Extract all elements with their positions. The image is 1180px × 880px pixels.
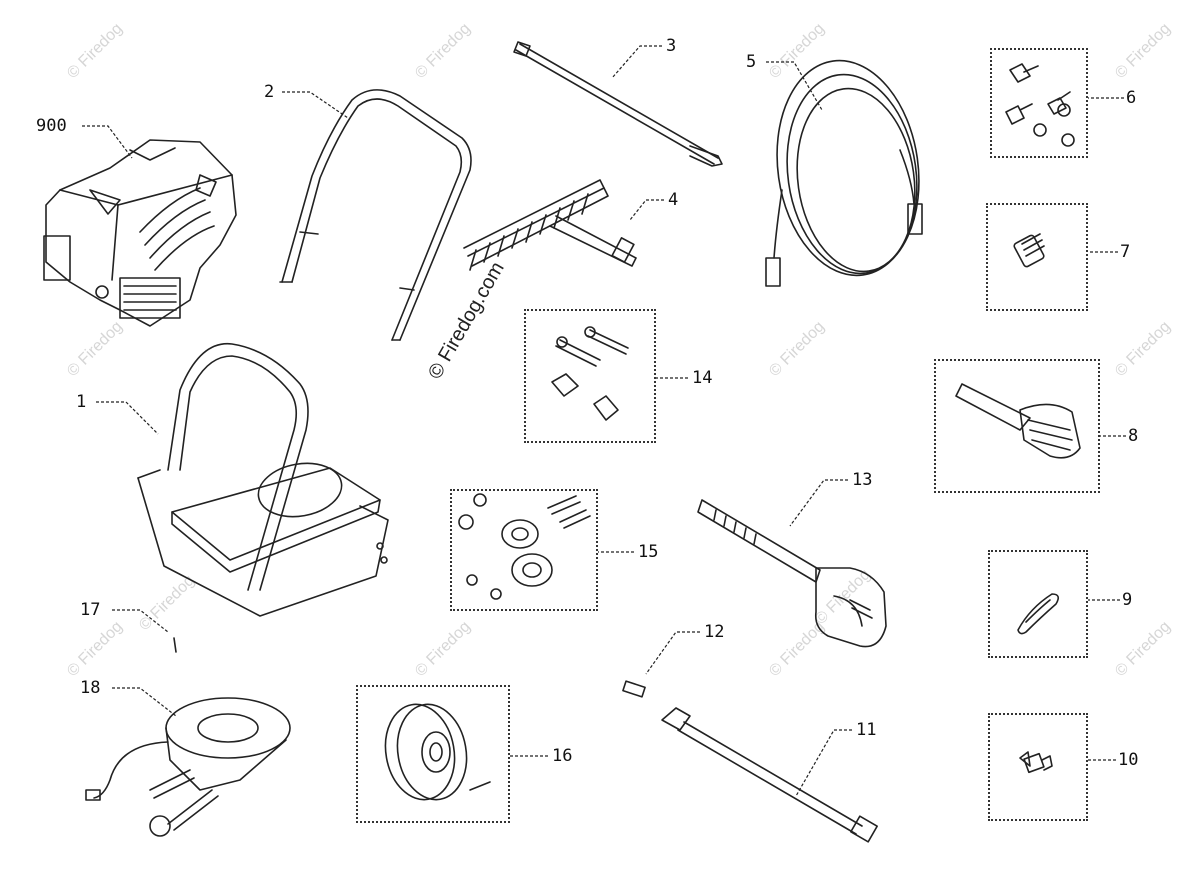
- fitting-drawing: [1019, 751, 1053, 774]
- wheel-hardware-drawing: [458, 493, 591, 600]
- wheel-drawing: [384, 703, 491, 801]
- nozzle-drawing: [622, 680, 646, 698]
- callout-14: 14: [692, 368, 713, 388]
- callout-1: 1: [76, 392, 87, 412]
- callout-4: 4: [668, 190, 679, 210]
- kit-box-8: [934, 359, 1100, 493]
- spray-gun-drawing: [697, 499, 887, 648]
- clip-drawing: [1017, 593, 1060, 635]
- quick-connect-drawing: [1013, 233, 1045, 268]
- pump-drawing: [85, 697, 291, 837]
- frame-drawing: [137, 342, 389, 617]
- pin-drawing: [173, 637, 177, 653]
- callout-6: 6: [1126, 88, 1137, 108]
- callout-11: 11: [856, 720, 877, 740]
- kit-box-16: [356, 685, 510, 823]
- hardware-drawing: [551, 326, 629, 421]
- callout-15: 15: [638, 542, 659, 562]
- scrub-brush-drawing: [955, 383, 1081, 459]
- callout-13: 13: [852, 470, 873, 490]
- callout-900: 900: [36, 116, 67, 136]
- hose-drawing: [765, 59, 923, 287]
- callout-18: 18: [80, 678, 101, 698]
- kit-box-14: [524, 309, 656, 443]
- callout-3: 3: [666, 36, 677, 56]
- callout-2: 2: [264, 82, 275, 102]
- extension-wand-drawing: [661, 707, 878, 843]
- kit-box-15: [450, 489, 598, 611]
- kit-box-10: [988, 713, 1088, 821]
- kit-box-7: [986, 203, 1088, 311]
- callout-12: 12: [704, 622, 725, 642]
- kit-box-6: [990, 48, 1088, 158]
- kit-box-9: [988, 550, 1088, 658]
- callout-7: 7: [1120, 242, 1131, 262]
- rotating-brush-drawing: [463, 179, 637, 271]
- callout-17: 17: [80, 600, 101, 620]
- callout-16: 16: [552, 746, 573, 766]
- handle-drawing: [279, 89, 472, 341]
- callout-9: 9: [1122, 590, 1133, 610]
- screws-nuts-drawing: [1005, 63, 1075, 147]
- callout-10: 10: [1118, 750, 1139, 770]
- engine-drawing: [43, 139, 237, 327]
- callout-8: 8: [1128, 426, 1139, 446]
- callout-5: 5: [746, 52, 757, 72]
- lance-drawing: [513, 41, 723, 167]
